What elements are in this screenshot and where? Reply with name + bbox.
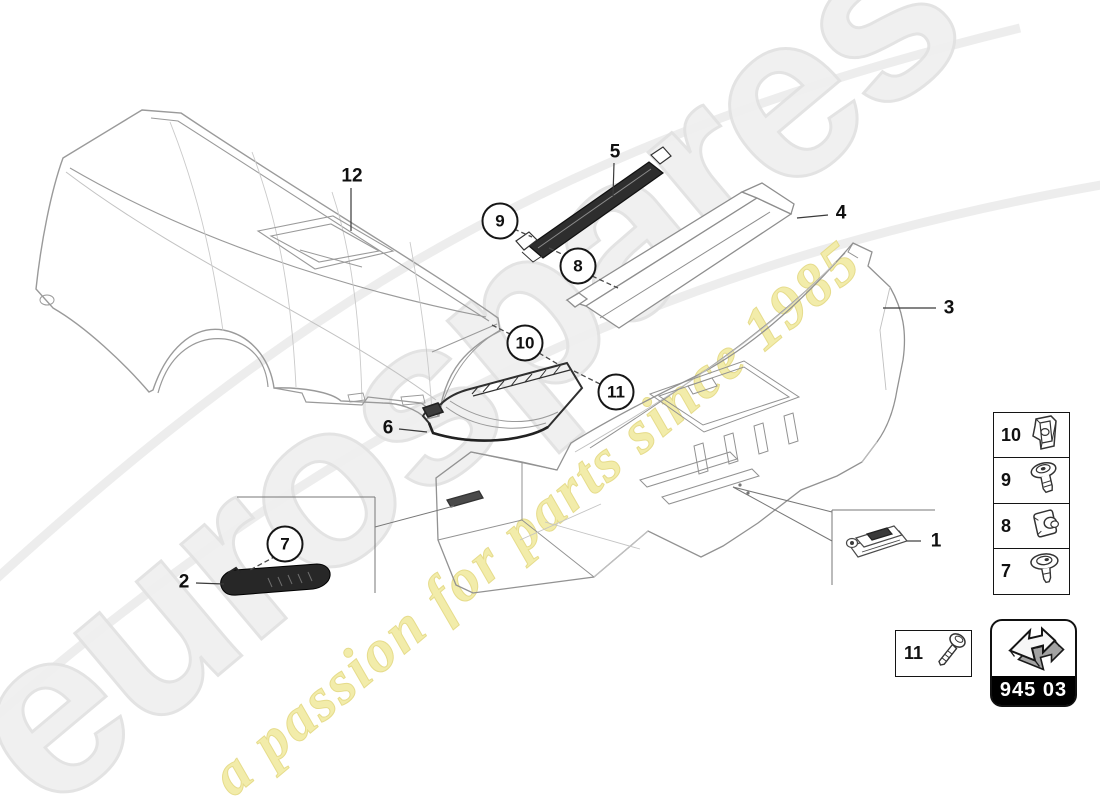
- callout-12[interactable]: 12: [341, 165, 363, 187]
- fastener-box-9[interactable]: 9: [993, 457, 1070, 505]
- part-4-spoiler-drawing: [565, 182, 795, 329]
- callout-8[interactable]: 8: [559, 247, 597, 285]
- part-1-license-plate-light-drawing: [845, 525, 909, 558]
- grouping-brackets: [237, 486, 935, 593]
- fastener-box-10[interactable]: 10: [993, 412, 1070, 459]
- callout-1[interactable]: 1: [930, 530, 942, 552]
- fastener-box-label: 10: [1001, 425, 1022, 445]
- clip-nut-icon: [1027, 504, 1063, 549]
- callout-5[interactable]: 5: [609, 141, 621, 163]
- callout-11[interactable]: 11: [597, 373, 635, 411]
- fastener-legend-stack: 10 9: [993, 412, 1070, 595]
- callout-2[interactable]: 2: [178, 571, 190, 593]
- arrow-up-left-icon: [1003, 625, 1065, 678]
- fastener-box-label: 7: [1001, 560, 1012, 581]
- clip-icon: [1027, 413, 1063, 458]
- callout-10[interactable]: 10: [506, 324, 544, 362]
- diagram-code-label: 945 03: [992, 676, 1075, 705]
- callout-7[interactable]: 7: [266, 525, 304, 563]
- leader-lines: [195, 162, 936, 585]
- fastener-box-label: 8: [1001, 515, 1012, 536]
- fastener-box-label: 11: [904, 643, 924, 663]
- part-6-tail-light-drawing: [421, 361, 584, 442]
- fastener-box-11[interactable]: 11: [895, 630, 972, 677]
- part-3-rear-bumper-drawing: [435, 242, 906, 594]
- part-5-brake-light-rail-drawing: [515, 146, 672, 263]
- rivet-icon: [1027, 458, 1063, 503]
- watermark-swoosh: [0, 23, 1100, 719]
- expander-rivet-icon: [1027, 549, 1063, 594]
- callout-6[interactable]: 6: [382, 417, 394, 439]
- fastener-box-7[interactable]: 7: [993, 547, 1070, 595]
- fastener-box-8[interactable]: 8: [993, 502, 1070, 550]
- dashed-leader-lines: [249, 228, 619, 571]
- fastener-box-label: 9: [1001, 470, 1012, 491]
- callout-9[interactable]: 9: [481, 202, 519, 240]
- part-2-reflector-drawing: [220, 563, 331, 596]
- diagram-code-box[interactable]: 945 03: [990, 619, 1077, 707]
- callout-3[interactable]: 3: [943, 297, 955, 319]
- part-12-quarter-panel-drawing: [35, 109, 501, 420]
- screw-icon: [930, 631, 970, 676]
- callout-4[interactable]: 4: [835, 202, 847, 224]
